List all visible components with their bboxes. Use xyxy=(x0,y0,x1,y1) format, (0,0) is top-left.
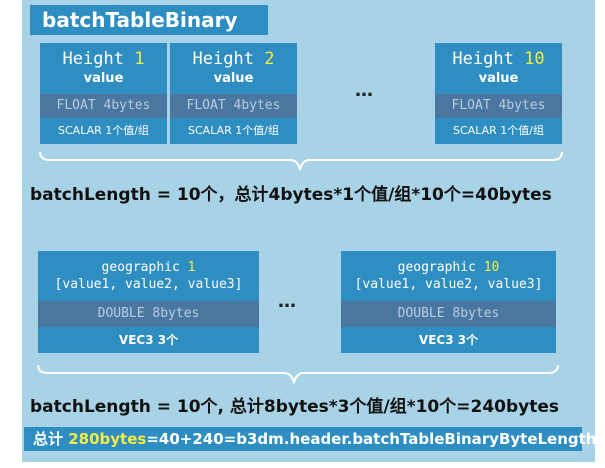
height-card-1: Height 1 value FLOAT 4bytes SCALAR 1个值/组 xyxy=(40,43,167,144)
component-band: SCALAR 1个值/组 xyxy=(170,118,297,144)
brace-section-2 xyxy=(37,364,559,384)
geographic-card-10: geographic 10 [value1, value2, value3] D… xyxy=(341,251,556,353)
card-label: Height xyxy=(452,49,525,69)
type-band: DOUBLE 8bytes xyxy=(341,301,556,327)
card-sub-label: value xyxy=(478,71,519,86)
diagram-title: batchTableBinary xyxy=(30,5,268,35)
component-band: VEC3 3个 xyxy=(38,327,259,353)
footer-formula: =40+240=b3dm.header.batchTableBinaryByte… xyxy=(146,430,597,448)
card-sub-label: [value1, value2, value3] xyxy=(54,277,243,292)
card-label: geographic xyxy=(101,260,188,275)
card-sub-label: [value1, value2, value3] xyxy=(354,277,543,292)
height-card-2: Height 2 value FLOAT 4bytes SCALAR 1个值/组 xyxy=(170,43,297,144)
card-index: 10 xyxy=(524,49,545,69)
card-label: geographic xyxy=(397,260,484,275)
component-band: SCALAR 1个值/组 xyxy=(40,118,167,144)
card-index: 1 xyxy=(134,49,145,69)
brace-section-1 xyxy=(39,151,563,171)
ellipsis: … xyxy=(355,80,373,101)
footer-total: 280bytes xyxy=(68,430,147,448)
type-band: FLOAT 4bytes xyxy=(170,94,297,118)
footer-prefix: 总计 xyxy=(33,430,69,448)
ellipsis: … xyxy=(278,291,296,312)
height-card-10: Height 10 value FLOAT 4bytes SCALAR 1个值/… xyxy=(435,43,562,144)
type-band: FLOAT 4bytes xyxy=(435,94,562,118)
card-index: 2 xyxy=(264,49,275,69)
type-band: FLOAT 4bytes xyxy=(40,94,167,118)
component-band: SCALAR 1个值/组 xyxy=(435,118,562,144)
card-index: 1 xyxy=(187,260,196,275)
total-footer: 总计 280bytes=40+240=b3dm.header.batchTabl… xyxy=(24,427,597,451)
component-band: VEC3 3个 xyxy=(341,327,556,353)
geographic-card-1: geographic 1 [value1, value2, value3] DO… xyxy=(38,251,259,353)
card-sub-label: value xyxy=(213,71,254,86)
card-label: Height xyxy=(62,49,135,69)
section-1-summary: batchLength = 10个，总计4bytes*1个值/组*10个=40b… xyxy=(30,185,552,205)
type-band: DOUBLE 8bytes xyxy=(38,301,259,327)
card-label: Height xyxy=(192,49,265,69)
card-index: 10 xyxy=(483,260,500,275)
card-sub-label: value xyxy=(83,71,124,86)
section-2-summary: batchLength = 10个, 总计8bytes*3个值/组*10个=24… xyxy=(30,397,560,417)
